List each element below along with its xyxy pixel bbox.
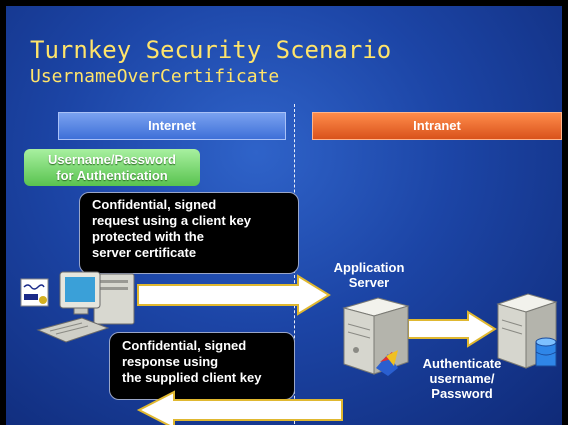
app-server-label-line: Application [333,260,405,275]
authenticate-label-line: Authenticate [422,356,502,371]
client-computer-icon [36,271,135,343]
response-callout: Confidential, signed response using the … [109,332,295,400]
response-arrow [136,390,343,425]
request-line: Confidential, signed [92,197,217,212]
authenticate-arrow [407,310,497,348]
slide: Turnkey Security Scenario UsernameOverCe… [6,6,562,425]
response-line: response using [122,354,219,369]
database-server-icon [496,293,558,369]
application-server-label: Application Server [324,260,414,290]
internet-zone-header: Internet [58,112,286,140]
application-server-icon [342,297,410,376]
slide-subtitle: UsernameOverCertificate [30,66,280,87]
request-line: protected with the [92,229,204,244]
intranet-zone-header: Intranet [312,112,562,140]
slide-title: Turnkey Security Scenario [30,36,392,64]
request-line: server certificate [92,245,197,260]
response-line: Confidential, signed [122,338,247,353]
auth-box-line: for Authentication [56,168,168,183]
authenticate-label: Authenticate username/ Password [414,356,510,401]
response-line: the supplied client key [122,370,262,385]
auth-box-line: Username/Password [48,152,176,167]
authenticate-label-line: username/ [429,371,495,386]
request-line: request using a client key [92,213,251,228]
auth-method-box: Username/Password for Authentication [24,149,200,186]
authenticate-label-line: Password [431,386,493,401]
signature-card-icon [20,278,49,307]
request-arrow [137,274,331,316]
app-server-label-line: Server [348,275,390,290]
request-callout: Confidential, signed request using a cli… [79,192,299,274]
